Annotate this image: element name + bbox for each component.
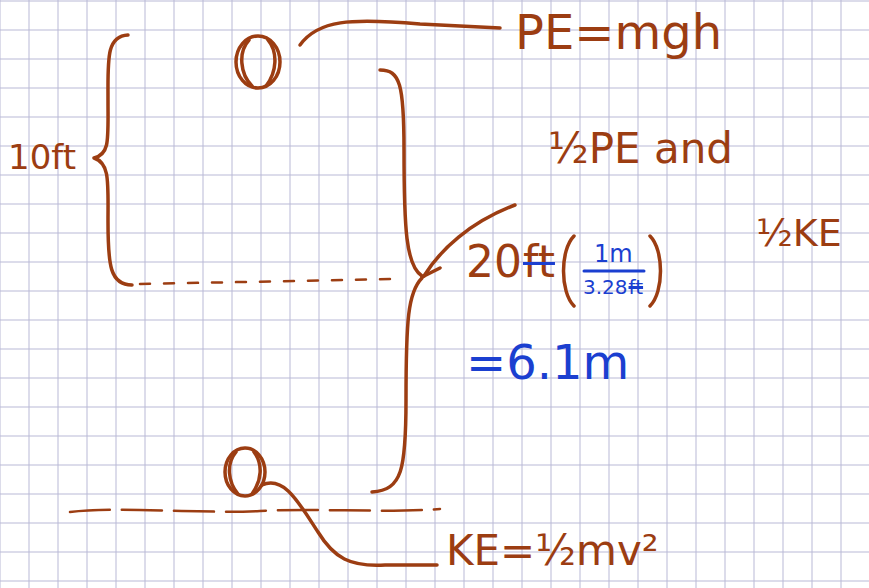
grid-line bbox=[0, 349, 869, 350]
bottom-ball-seam bbox=[229, 452, 260, 494]
grid-line bbox=[0, 1, 869, 2]
grid-line bbox=[0, 494, 869, 495]
conversion-numerator: 1m bbox=[594, 242, 633, 266]
grid-line bbox=[0, 552, 869, 553]
total-height: 20 bbox=[466, 240, 522, 284]
grid-line bbox=[0, 436, 869, 437]
ground-line bbox=[70, 509, 440, 512]
grid-line bbox=[0, 30, 869, 31]
mixed-energy-note: ½PE and bbox=[548, 128, 733, 170]
grid-line bbox=[0, 146, 869, 147]
height-label: 10ft bbox=[8, 140, 76, 174]
fraction-bracket-left bbox=[564, 236, 575, 306]
pe-leader bbox=[300, 21, 500, 45]
conversion-denominator: 3.28 bbox=[583, 277, 628, 297]
crossed-unit: ft bbox=[523, 240, 555, 284]
grid-line bbox=[0, 581, 869, 582]
top-ball bbox=[236, 36, 280, 88]
grid-line bbox=[0, 233, 869, 234]
grid-line bbox=[0, 117, 869, 118]
grid-line bbox=[0, 465, 869, 466]
grid-line bbox=[0, 523, 869, 524]
grid-line bbox=[0, 175, 869, 176]
lower-bracket bbox=[372, 278, 422, 492]
grid-line bbox=[0, 378, 869, 379]
potential-energy-formula: PE=mgh bbox=[515, 8, 722, 56]
height-brace bbox=[94, 35, 132, 285]
crossed-unit: ft bbox=[629, 277, 644, 297]
grid-line bbox=[0, 291, 869, 292]
grid-line bbox=[0, 204, 869, 205]
grid-line bbox=[0, 59, 869, 60]
top-ball-seam bbox=[242, 40, 275, 86]
grid-line bbox=[0, 320, 869, 321]
grid-line bbox=[0, 407, 869, 408]
midpoint-line bbox=[140, 279, 395, 284]
kinetic-energy-formula: KE=½mv² bbox=[446, 530, 659, 572]
ke-leader bbox=[262, 483, 437, 565]
fraction-bar bbox=[584, 270, 644, 273]
fraction-bracket-right bbox=[650, 236, 661, 306]
converted-height: =6.1m bbox=[466, 338, 629, 386]
bottom-ball bbox=[225, 448, 265, 496]
mixed-energy-note: ½KE bbox=[756, 214, 842, 252]
upper-bracket bbox=[380, 70, 422, 276]
grid-line bbox=[0, 88, 869, 89]
